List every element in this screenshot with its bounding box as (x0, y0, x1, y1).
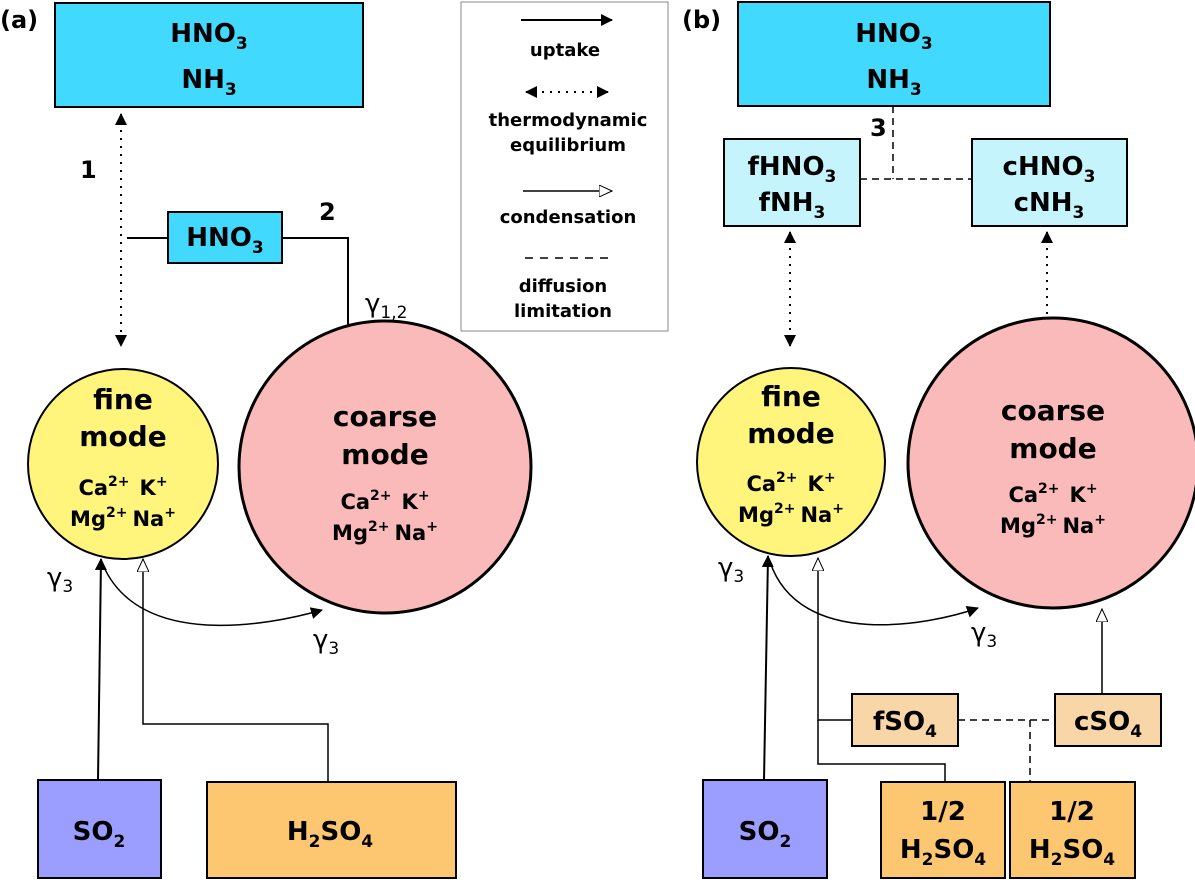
so2-uptake-arrow-a (94, 558, 107, 781)
svg-text:Mg2+Na+: Mg2+Na+ (70, 505, 176, 531)
svg-text:H2SO4: H2SO4 (900, 835, 986, 870)
svg-text:Mg2+Na+: Mg2+Na+ (332, 519, 438, 545)
panel-b-gas-box: HNO3 NH3 (737, 1, 1051, 107)
gamma-12-label: γ1,2 (365, 289, 407, 323)
svg-text:Mg2+Na+: Mg2+Na+ (1000, 512, 1106, 538)
panel-b-coarse-mode: coarse mode Ca2+K+ Mg2+Na+ (906, 316, 1195, 610)
legend-diffusion-label-2: limitation (514, 301, 612, 322)
svg-text:NH3: NH3 (181, 65, 236, 100)
svg-text:fHNO3: fHNO3 (748, 152, 837, 187)
svg-text:HNO3: HNO3 (855, 19, 932, 54)
svg-text:mode: mode (747, 417, 834, 450)
svg-text:cSO4: cSO4 (1074, 707, 1142, 742)
svg-text:HNO3: HNO3 (170, 19, 247, 54)
panel-a-coarse-mode: coarse mode Ca2+K+ Mg2+Na+ (237, 319, 533, 615)
panel-b-c-gas-box: cHNO3 cNH3 (971, 138, 1128, 227)
uptake-arrow-2 (282, 237, 354, 347)
svg-text:Ca2+K+: Ca2+K+ (340, 488, 429, 514)
svg-text:Ca2+K+: Ca2+K+ (78, 474, 167, 500)
panel-b-h2so4-half-f-box: 1/2 H2SO4 (880, 781, 1006, 879)
panel-b-cso4-box: cSO4 (1054, 693, 1162, 747)
svg-text:SO2: SO2 (73, 817, 126, 852)
panel-a-label: (a) (0, 6, 38, 34)
panel-b-h2so4-half-c-box: 1/2 H2SO4 (1009, 781, 1136, 879)
gamma-3-left-a: γ3 (47, 563, 73, 597)
svg-text:cNH3: cNH3 (1014, 188, 1085, 223)
hno3-box: HNO3 (167, 211, 283, 264)
fine-to-coarse-arrow-a (102, 564, 323, 627)
svg-text:mode: mode (1009, 432, 1096, 465)
fine-to-coarse-arrow-b (769, 561, 979, 626)
svg-text:coarse: coarse (333, 400, 437, 433)
svg-text:cHNO3: cHNO3 (1003, 152, 1096, 187)
gamma-3-bottom-a: γ3 (313, 625, 339, 659)
so2-uptake-arrow-b (761, 555, 774, 781)
svg-text:fine: fine (93, 383, 153, 416)
h2so4-f-line (817, 720, 946, 782)
svg-text:Mg2+Na+: Mg2+Na+ (738, 501, 844, 527)
svg-text:1/2: 1/2 (920, 797, 966, 827)
panel-a-fine-mode: fine mode Ca2+K+ Mg2+Na+ (27, 368, 219, 560)
svg-text:NH3: NH3 (866, 65, 921, 100)
svg-text:H2SO4: H2SO4 (1029, 835, 1115, 870)
svg-text:mode: mode (341, 438, 428, 471)
legend: uptake thermodynamic equilibrium condens… (460, 1, 669, 332)
panel-a-gas-box: HNO3 NH3 (54, 2, 364, 108)
svg-text:Ca2+K+: Ca2+K+ (746, 470, 835, 496)
svg-text:H2SO4: H2SO4 (287, 817, 373, 852)
legend-thermo-label-1: thermodynamic (489, 110, 648, 131)
panel-b-so2-box: SO2 (702, 779, 828, 879)
panel-b-fso4-box: fSO4 (851, 693, 959, 747)
svg-text:fSO4: fSO4 (873, 707, 937, 742)
pathway-1-label: 1 (80, 156, 97, 184)
pathway-3-label: 3 (870, 114, 887, 142)
legend-condensation-label: condensation (500, 207, 637, 228)
svg-text:Ca2+K+: Ca2+K+ (1008, 481, 1097, 507)
panel-b-label: (b) (682, 6, 721, 34)
legend-thermo-label-2: equilibrium (510, 135, 626, 156)
gamma-3-left-b: γ3 (718, 553, 744, 587)
h2so4-condensation-arrow-a (143, 559, 329, 782)
svg-text:fNH3: fNH3 (759, 188, 826, 223)
panel-b-fine-mode: fine mode Ca2+K+ Mg2+Na+ (696, 367, 886, 557)
legend-diffusion-label-1: diffusion (519, 276, 608, 297)
svg-text:mode: mode (79, 420, 166, 453)
svg-text:fine: fine (761, 380, 821, 413)
fso4-condensation-arrow (818, 558, 852, 721)
svg-text:SO2: SO2 (739, 817, 792, 852)
gamma-3-bottom-b: γ3 (971, 618, 997, 652)
legend-uptake-label: uptake (530, 40, 600, 61)
panel-a-so2-box: SO2 (37, 779, 162, 879)
pathway-2-label: 2 (319, 198, 336, 226)
panel-b-f-gas-box: fHNO3 fNH3 (723, 138, 861, 227)
svg-text:HNO3: HNO3 (186, 223, 263, 258)
svg-text:1/2: 1/2 (1049, 797, 1095, 827)
panel-a-h2so4-box: H2SO4 (206, 781, 457, 879)
svg-text:coarse: coarse (1001, 394, 1105, 427)
